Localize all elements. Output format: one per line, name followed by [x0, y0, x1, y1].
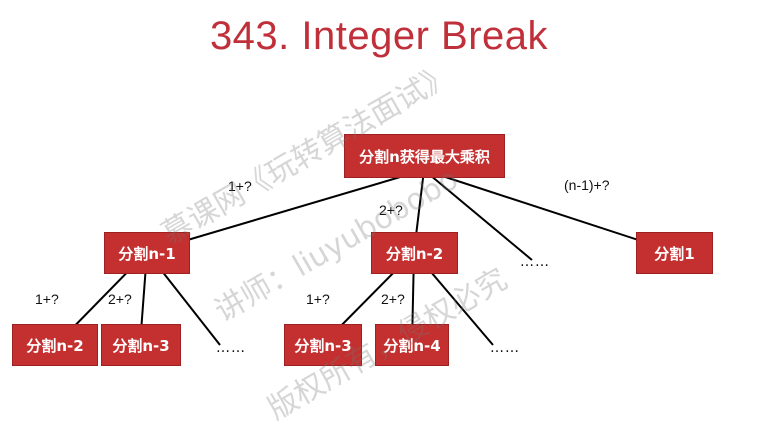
node-n1-child-n-2: 分割n-2	[12, 324, 98, 366]
ellipsis-n1: ……	[216, 340, 246, 356]
edge-root-ellipsis	[423, 169, 533, 261]
edge-label-n1-n2: 1+?	[35, 291, 59, 307]
ellipsis-root: ……	[520, 254, 550, 270]
ellipsis-n2: ……	[490, 340, 520, 356]
node-one: 分割1	[636, 232, 713, 274]
edge-label-root-one: (n-1)+?	[564, 177, 610, 193]
node-n-2: 分割n-2	[371, 232, 458, 274]
edge-root-one	[423, 169, 676, 253]
edge-label-root-n1: 1+?	[228, 178, 252, 194]
page-title: 343. Integer Break	[209, 14, 549, 58]
tree-diagram: 343. Integer Break 分割n获得最大乘积 分割n-1 分割n-2…	[12, 14, 713, 427]
node-root: 分割n获得最大乘积	[344, 134, 505, 178]
node-n2-child-n-3: 分割n-3	[284, 324, 362, 366]
node-n2-child-n-4: 分割n-4	[375, 324, 449, 366]
node-n1-child-n-3: 分割n-3	[101, 324, 181, 366]
edge-label-root-n2: 2+?	[379, 202, 403, 218]
edge-label-n2-n3: 1+?	[306, 291, 330, 307]
node-n-1: 分割n-1	[104, 232, 190, 274]
edge-label-n2-n4: 2+?	[381, 291, 405, 307]
edge-root-n1	[146, 169, 425, 253]
edge-label-n1-n3: 2+?	[108, 291, 132, 307]
